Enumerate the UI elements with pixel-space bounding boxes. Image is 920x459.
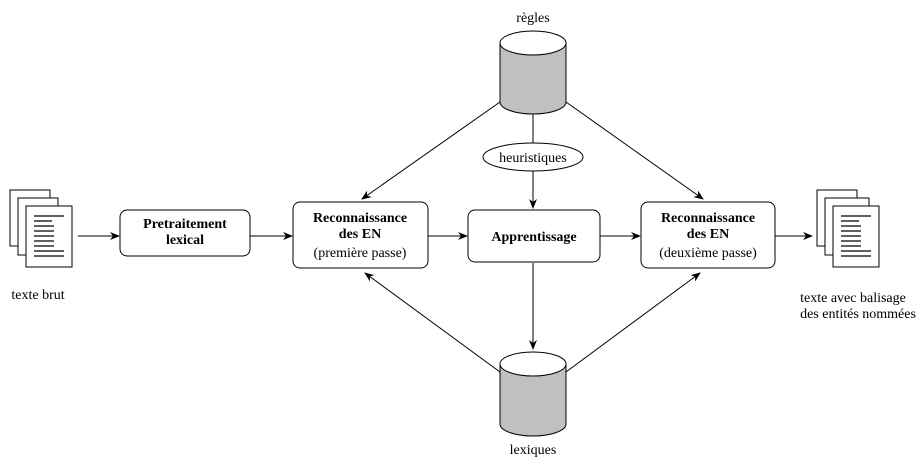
rules-label: règles	[516, 11, 549, 26]
output-label-line1: texte avec balisage	[800, 291, 906, 306]
input-document-stack-icon	[9, 189, 73, 268]
box-rec1-line2: des EN	[339, 227, 381, 242]
rules-database-icon	[499, 30, 567, 115]
box-apprentissage-label: Apprentissage	[491, 230, 576, 245]
output-label-line2: des entités nommées	[800, 307, 916, 322]
box-rec2-line1: Reconnaissance	[661, 211, 755, 226]
box-rec1-line1: Reconnaissance	[313, 211, 407, 226]
box-rec1-line3: (première passe)	[314, 246, 407, 261]
input-label: texte brut	[11, 288, 64, 303]
lexicons-database-icon	[499, 351, 567, 437]
box-reconnaissance-2: Reconnaissance des EN (deuxième passe)	[640, 201, 776, 269]
box-reconnaissance-1: Reconnaissance des EN (première passe)	[292, 201, 429, 269]
box-pretraitement-line1: Pretraitement	[143, 217, 227, 232]
output-document-stack-icon	[816, 189, 880, 268]
edge-lexicons-to-rec2	[565, 272, 701, 373]
edge-rules-to-rec1	[361, 101, 501, 200]
lexicons-label: lexiques	[510, 443, 557, 458]
edge-lexicons-to-rec1	[364, 272, 501, 373]
box-pretraitement-line2: lexical	[166, 233, 204, 248]
box-rec2-line2: des EN	[687, 227, 729, 242]
box-pretraitement: Pretraitement lexical	[119, 209, 251, 257]
edge-rules-to-rec2	[565, 101, 704, 200]
box-apprentissage: Apprentissage	[467, 209, 601, 263]
heuristics-label: heuristiques	[499, 151, 567, 166]
box-rec2-line3: (deuxième passe)	[659, 246, 757, 261]
heuristics-node	[482, 142, 584, 172]
edges	[78, 101, 813, 373]
